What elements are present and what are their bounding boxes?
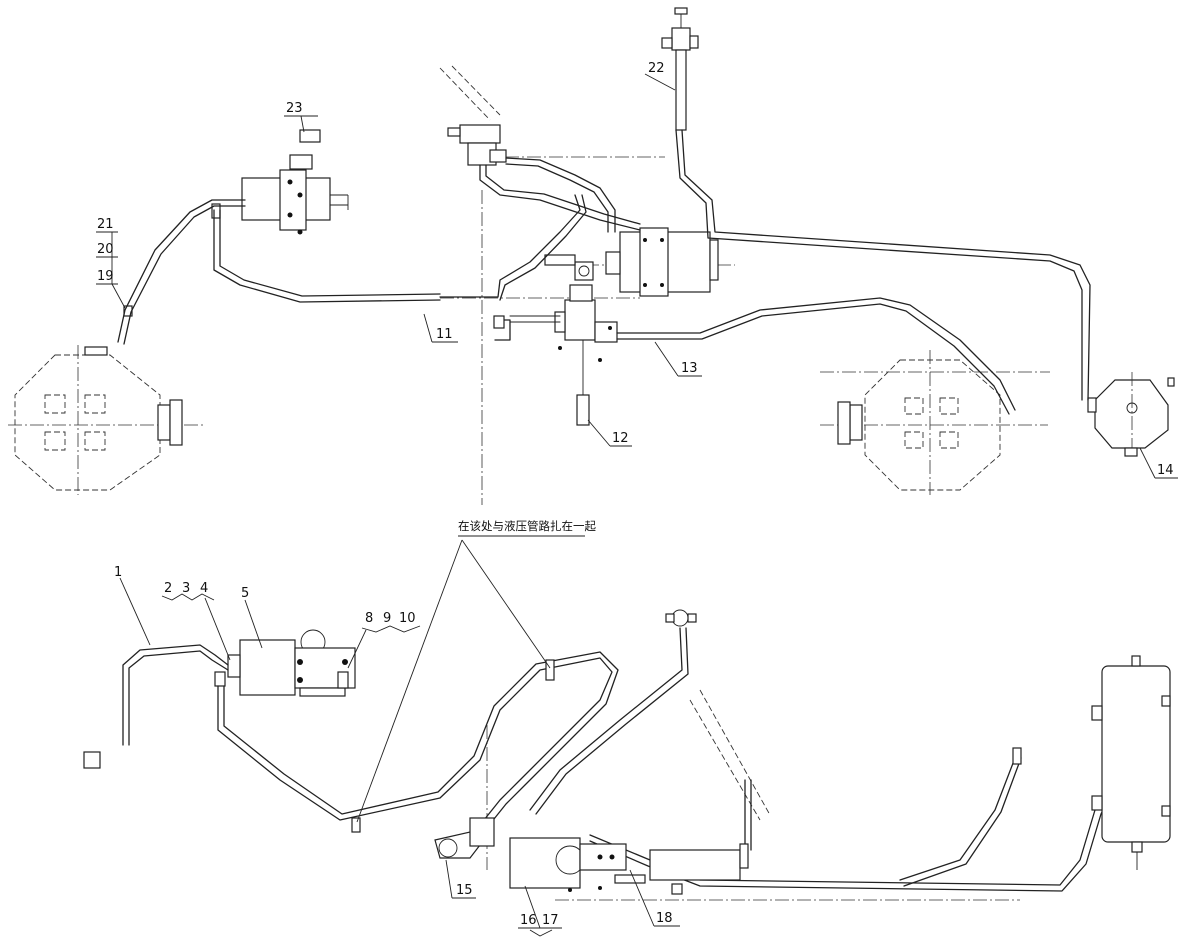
- label-16: 16: [520, 913, 537, 928]
- label-12: 12: [612, 431, 629, 446]
- left-wheel-outline: [14, 345, 183, 495]
- top-valve-22: [661, 7, 699, 131]
- label-13: 13: [681, 361, 698, 376]
- label-20: 20: [97, 242, 114, 257]
- note-bundle-with-hydraulic: 在该处与液压管路扎在一起: [458, 519, 596, 533]
- brake-pedal-valve: [439, 65, 507, 166]
- label-2: 2: [164, 581, 172, 596]
- label-18: 18: [656, 911, 673, 926]
- brake-chamber-center: [605, 227, 719, 297]
- lower-top-valve: [665, 609, 697, 627]
- valve-assembly-center: [544, 254, 618, 426]
- label-17: 17: [542, 913, 559, 928]
- fitting-left-wheel: [84, 346, 108, 356]
- label-11: 11: [436, 327, 453, 342]
- label-3: 3: [182, 581, 190, 596]
- label-22: 22: [648, 61, 665, 76]
- lower-hidden-line-b: [699, 689, 771, 816]
- label-15: 15: [456, 883, 473, 898]
- label-8: 8: [365, 611, 373, 626]
- label-19: 19: [97, 269, 114, 284]
- label-10: 10: [399, 611, 416, 626]
- brake-valve-cluster-lower: [434, 817, 749, 895]
- right-wheel-outline: [837, 350, 1001, 495]
- pipe-1: [122, 644, 229, 746]
- label-21: 21: [97, 217, 114, 232]
- label-4: 4: [200, 581, 208, 596]
- lower-hidden-line-a: [689, 699, 761, 821]
- label-9: 9: [383, 611, 391, 626]
- label-23: 23: [286, 101, 303, 116]
- air-compressor-5: [214, 629, 356, 697]
- fitting-lower-left: [83, 751, 101, 769]
- valve-assembly-23: [211, 129, 349, 235]
- upper-pipes: [117, 129, 1091, 415]
- air-tank-lower: [1091, 655, 1171, 870]
- label-1: 1: [114, 565, 122, 580]
- air-tank-14: [1087, 372, 1175, 457]
- label-5: 5: [241, 586, 249, 601]
- label-14: 14: [1157, 463, 1174, 478]
